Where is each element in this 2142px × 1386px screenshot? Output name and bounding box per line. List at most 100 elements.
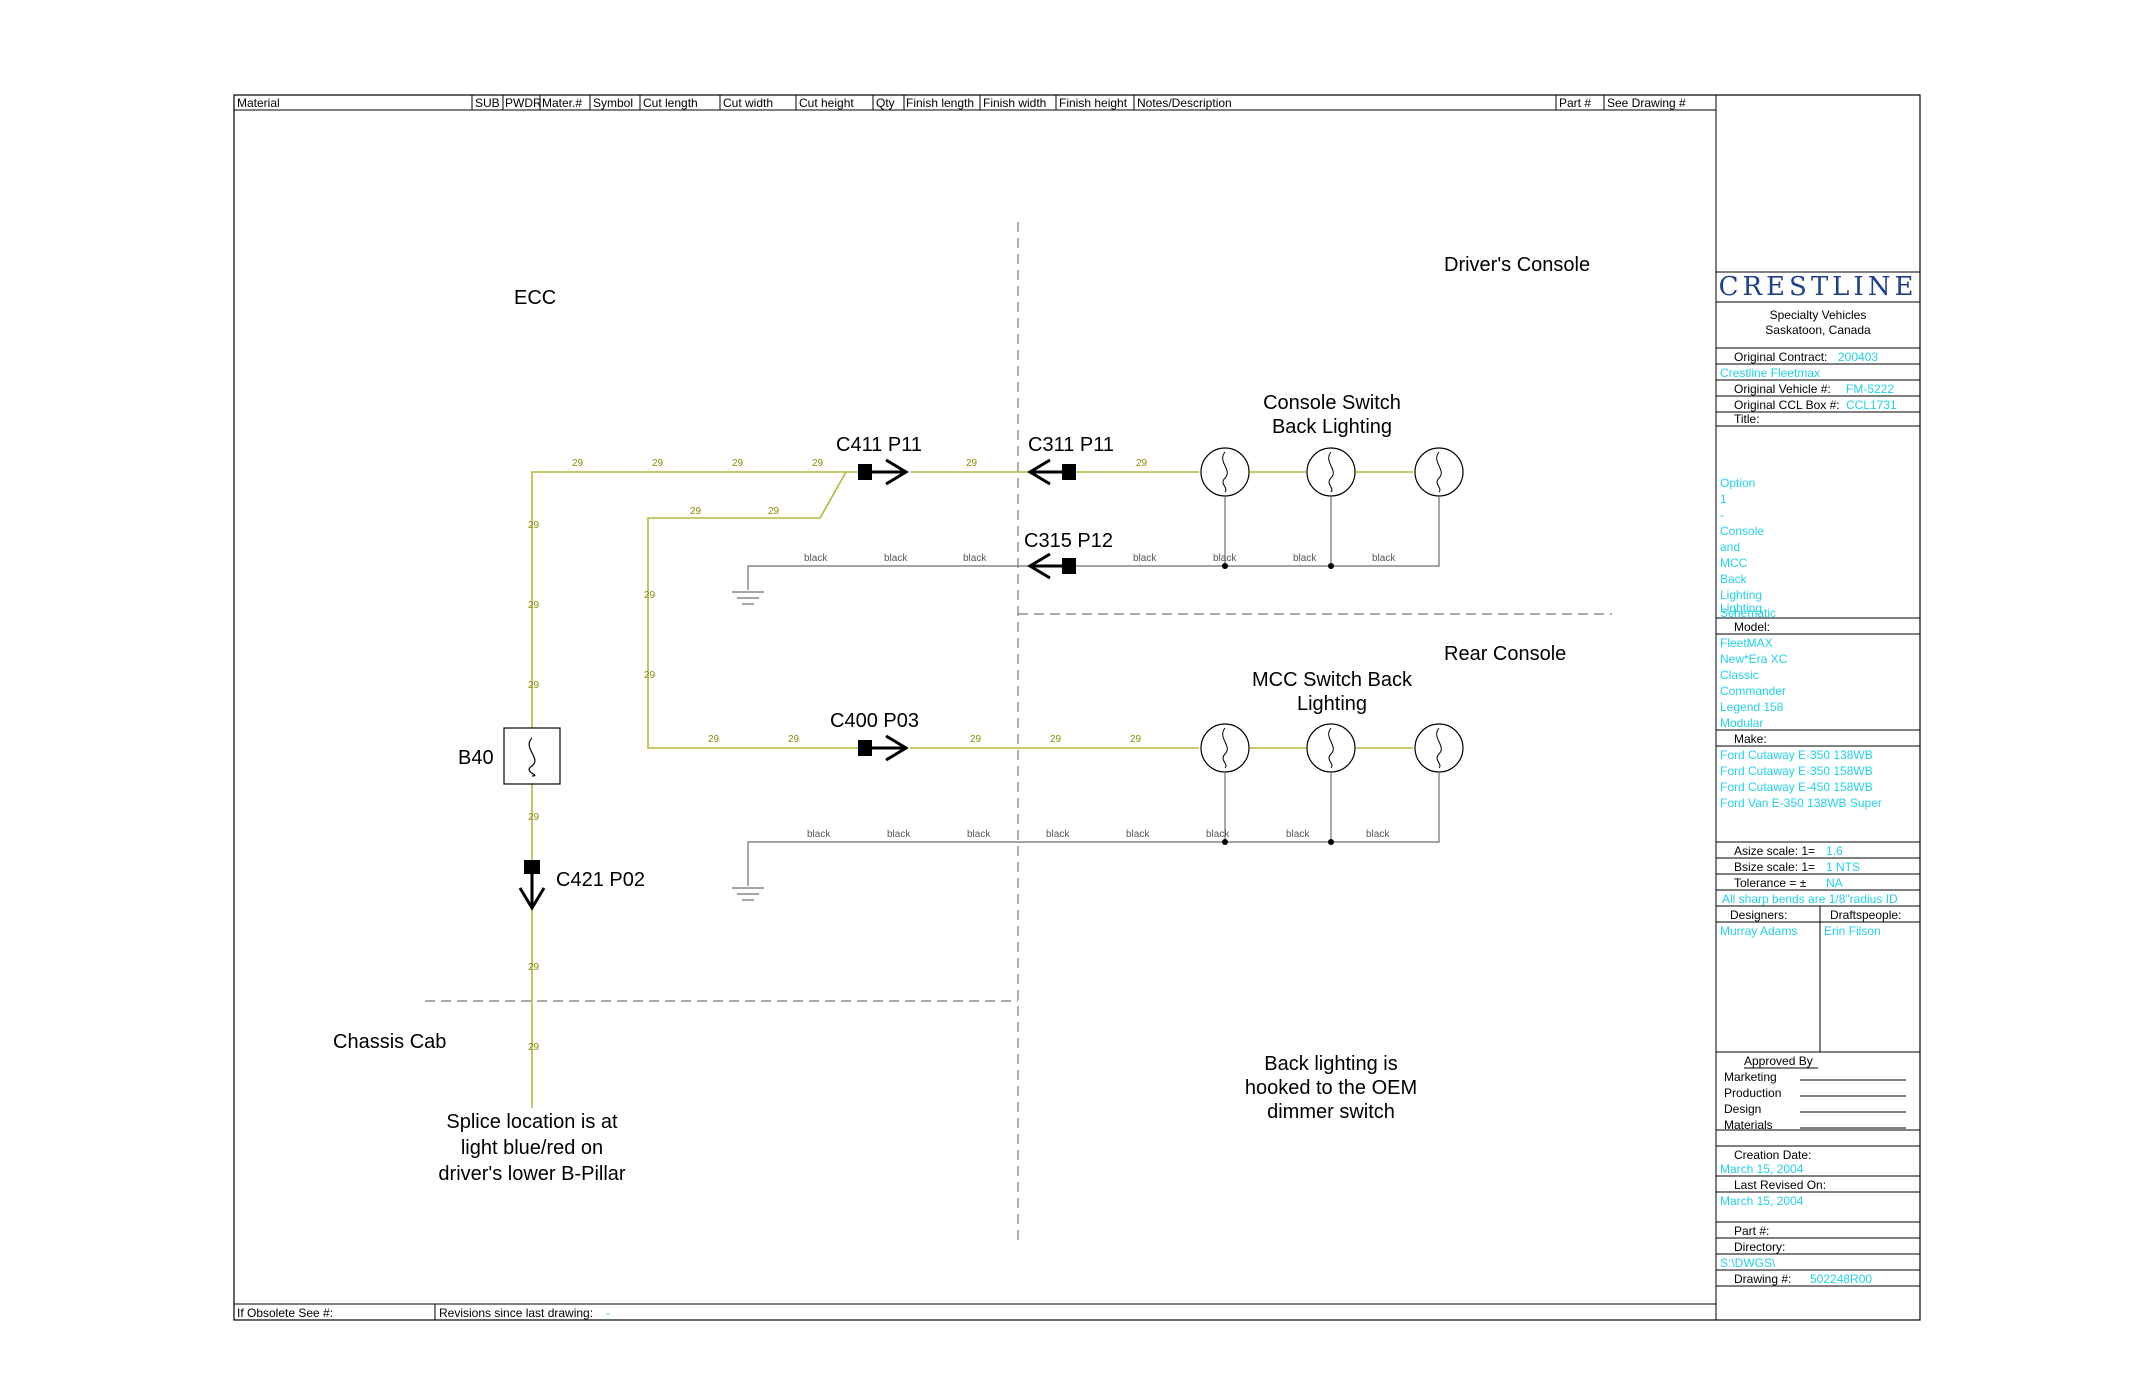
directory-value: S:\DWGS\	[1720, 1256, 1776, 1270]
ground-symbol-upper	[732, 591, 764, 605]
orig-vehicle-value: FM-5222	[1846, 382, 1894, 396]
wire-label: 29	[732, 458, 744, 469]
wire-label: 29	[652, 458, 664, 469]
lamp-console-1	[1200, 447, 1250, 497]
connector-label-c400: C400 P03	[830, 710, 919, 732]
header-col-finish-width: Finish width	[983, 96, 1046, 110]
wire-label: black	[1046, 829, 1070, 840]
crestline-logo: CRESTLINE	[1719, 272, 1918, 302]
make-item: Ford Cutaway E-350 138WB	[1720, 748, 1873, 762]
connector-c311[interactable]: C311 P11	[1027, 434, 1114, 486]
company-line1: Specialty Vehicles	[1770, 308, 1867, 322]
connector-label-c315: C315 P12	[1024, 530, 1113, 552]
wire-label: 29	[768, 506, 780, 517]
make-item: Ford Cutaway E-450 158WB	[1720, 780, 1873, 794]
wire-label: black	[1126, 829, 1150, 840]
tolerance-value: NA	[1826, 876, 1843, 890]
model-item: Modular	[1720, 716, 1763, 730]
title-line: MCC	[1720, 556, 1748, 570]
wire-label: black	[967, 829, 991, 840]
approval-materials: Materials	[1724, 1118, 1773, 1132]
header-col-cut-width: Cut width	[723, 96, 773, 110]
wire-label: 29	[572, 458, 584, 469]
drawing-number-label: Drawing #:	[1734, 1272, 1791, 1286]
directory-label: Directory:	[1734, 1240, 1785, 1254]
wire-label: black	[1133, 553, 1157, 564]
header-col-finish-length: Finish length	[906, 96, 974, 110]
header-col-finish-height: Finish height	[1059, 96, 1128, 110]
connector-c421[interactable]: C421 P02	[518, 860, 645, 911]
model-item: FleetMAX	[1720, 636, 1773, 650]
make-item: Ford Cutaway E-350 158WB	[1720, 764, 1873, 778]
model-item: Classic	[1720, 668, 1759, 682]
note-backlight-line1: Back lighting is	[1264, 1053, 1397, 1075]
gnd-wire-lower	[747, 773, 1440, 886]
bsize-value: 1 NTS	[1826, 860, 1860, 874]
wire-label: 29	[708, 734, 720, 745]
wire-label: black	[807, 829, 831, 840]
note-backlight-line3: dimmer switch	[1267, 1101, 1395, 1123]
model-item: Commander	[1720, 684, 1786, 698]
title-line: Lighting	[1720, 601, 1762, 615]
group-label-mcc-2: Lighting	[1297, 693, 1367, 715]
wire-label: black	[887, 829, 911, 840]
title-line: Schematic	[1720, 606, 1776, 620]
header-col-pwdr: PWDR	[505, 96, 542, 110]
connector-c400[interactable]: C400 P03	[830, 710, 919, 762]
title-line: Console	[1720, 524, 1764, 538]
lamp-console-3	[1414, 447, 1464, 497]
draftsperson-name: Erin Filson	[1824, 924, 1881, 938]
connector-c411[interactable]: C411 P11	[836, 434, 922, 486]
note-splice-line3: driver's lower B-Pillar	[438, 1163, 626, 1185]
wire-label: black	[1213, 553, 1237, 564]
footer-obsolete: If Obsolete See #:	[237, 1306, 333, 1320]
designers-label: Designers:	[1730, 908, 1787, 922]
group-label-console-1: Console Switch	[1263, 392, 1401, 414]
title-block	[1716, 271, 1920, 1287]
lamp-mcc-1	[1200, 723, 1250, 773]
title-line: Lighting	[1720, 588, 1762, 602]
connector-label-c311: C311 P11	[1028, 434, 1114, 456]
header-col-cut-length: Cut length	[643, 96, 698, 110]
wire-branch-mcc	[647, 471, 862, 749]
gnd-wire-upper-right	[1076, 497, 1440, 567]
junction-dot	[1328, 839, 1334, 845]
make-list: Ford Cutaway E-350 138WB Ford Cutaway E-…	[1720, 748, 1882, 810]
gnd-wire-upper-left	[747, 565, 1056, 590]
approval-marketing: Marketing	[1724, 1070, 1777, 1084]
header-col-mater: Mater.#	[542, 96, 582, 110]
wire-label: 29	[644, 670, 656, 681]
asize-value: 1.6	[1826, 844, 1843, 858]
zone-label-rear-console: Rear Console	[1444, 643, 1566, 665]
connector-c315[interactable]: C315 P12	[1024, 530, 1113, 580]
bsize-label: Bsize scale: 1=	[1734, 860, 1815, 874]
wire-labels-29: 29 29 29 29 29 29 29 29 29 29 29 29 29 2…	[528, 458, 1148, 1053]
model-item: Legend 158	[1720, 700, 1784, 714]
draftspeople-label: Draftspeople:	[1830, 908, 1901, 922]
junction-dot	[1328, 563, 1334, 569]
wire-label: 29	[528, 600, 540, 611]
wire-label: black	[884, 553, 908, 564]
make-label: Make:	[1734, 732, 1767, 746]
wire-label: 29	[970, 734, 982, 745]
model-label: Model:	[1734, 620, 1770, 634]
ground-symbol-lower	[732, 887, 764, 901]
title-line: and	[1720, 540, 1740, 554]
model-item: New*Era XC	[1720, 652, 1788, 666]
ccl-box-value: CCL1731	[1846, 398, 1897, 412]
wire-29-network	[531, 471, 1413, 1108]
footer-revisions-value: -	[606, 1306, 610, 1320]
header-col-sub: SUB	[475, 96, 500, 110]
ccl-box-label: Original CCL Box #:	[1734, 398, 1840, 412]
connector-label-c411: C411 P11	[836, 434, 922, 456]
title-line: Back	[1720, 572, 1748, 586]
last-revised-value: March 15, 2004	[1720, 1194, 1804, 1208]
title-label: Title:	[1734, 412, 1760, 426]
ground-wire-network	[747, 497, 1440, 886]
wire-label: 29	[528, 962, 540, 973]
header-col-material: Material	[237, 96, 280, 110]
fuse-b40[interactable]: B40	[458, 727, 561, 785]
wire-label: 29	[966, 458, 978, 469]
wire-label: 29	[528, 680, 540, 691]
approval-production: Production	[1724, 1086, 1781, 1100]
